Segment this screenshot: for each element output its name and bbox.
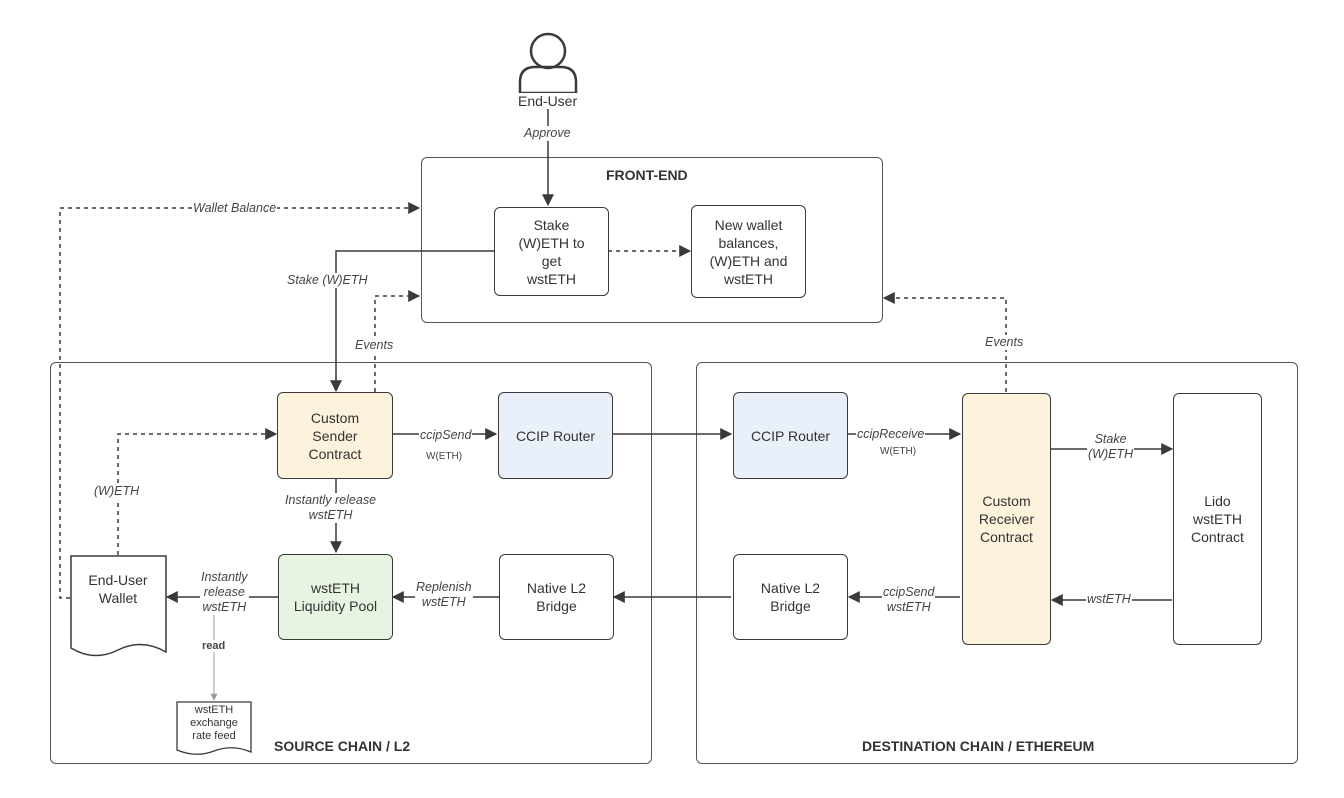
instant-release-label-2: Instantly release wstETH <box>200 570 249 615</box>
frontend-title: FRONT-END <box>606 167 688 183</box>
frontend-container <box>421 157 883 323</box>
weth-sublabel-2: W(ETH) <box>880 446 917 457</box>
approve-label: Approve <box>523 126 572 141</box>
ccip-send-label: ccipSend <box>419 428 473 443</box>
stake-weth-destination-label: Stake (W)ETH <box>1087 432 1135 462</box>
events-source-label: Events <box>354 338 395 353</box>
ccip-router-source: CCIP Router <box>498 392 613 479</box>
destination-chain-container <box>696 362 1298 764</box>
rate-feed-label: wstETH exchange rate feed <box>190 704 238 742</box>
end-user-label: End-User <box>518 93 578 109</box>
user-icon <box>518 32 578 95</box>
wsteth-liquidity-pool: wstETH Liquidity Pool <box>278 554 393 640</box>
lido-wsteth-contract: Lido wstETH Contract <box>1173 393 1262 645</box>
rate-feed-shape <box>176 701 252 755</box>
wallet-balance-label: Wallet Balance <box>192 201 278 216</box>
destination-chain-title: DESTINATION CHAIN / ETHEREUM <box>862 738 1095 754</box>
new-wallet-balances: New wallet balances, (W)ETH and wstETH <box>691 205 806 298</box>
custom-sender-contract: Custom Sender Contract <box>277 392 393 479</box>
edge-stake-weth <box>330 250 495 393</box>
replenish-label: Replenish wstETH <box>415 580 473 610</box>
custom-receiver-contract: Custom Receiver Contract <box>962 393 1051 645</box>
read-label: read <box>202 640 226 652</box>
ccip-receive-label: ccipReceive <box>856 427 926 442</box>
edge-events-src <box>374 290 421 392</box>
ccip-send-wsteth-label: ccipSend wstETH <box>882 585 936 615</box>
source-chain-title: SOURCE CHAIN / L2 <box>274 738 411 754</box>
native-l2-bridge-destination: Native L2 Bridge <box>733 554 848 640</box>
stake-weth-label: Stake (W)ETH <box>286 273 369 288</box>
native-l2-bridge-source: Native L2 Bridge <box>499 554 614 640</box>
ccip-router-destination: CCIP Router <box>733 392 848 479</box>
instant-release-label-1: Instantly release wstETH <box>284 493 378 523</box>
source-chain-container <box>50 362 652 764</box>
stake-weth-action: Stake (W)ETH to get wstETH <box>494 207 609 296</box>
edge-wallet-weth <box>117 428 278 555</box>
weth-wallet-label: (W)ETH <box>93 484 141 499</box>
events-destination-label: Events <box>984 335 1025 350</box>
weth-sublabel-1: W(ETH) <box>426 451 463 462</box>
end-user-wallet-shape <box>70 555 167 657</box>
wsteth-back-label: wstETH <box>1086 592 1132 607</box>
end-user-wallet-label: End-User Wallet <box>88 572 148 606</box>
